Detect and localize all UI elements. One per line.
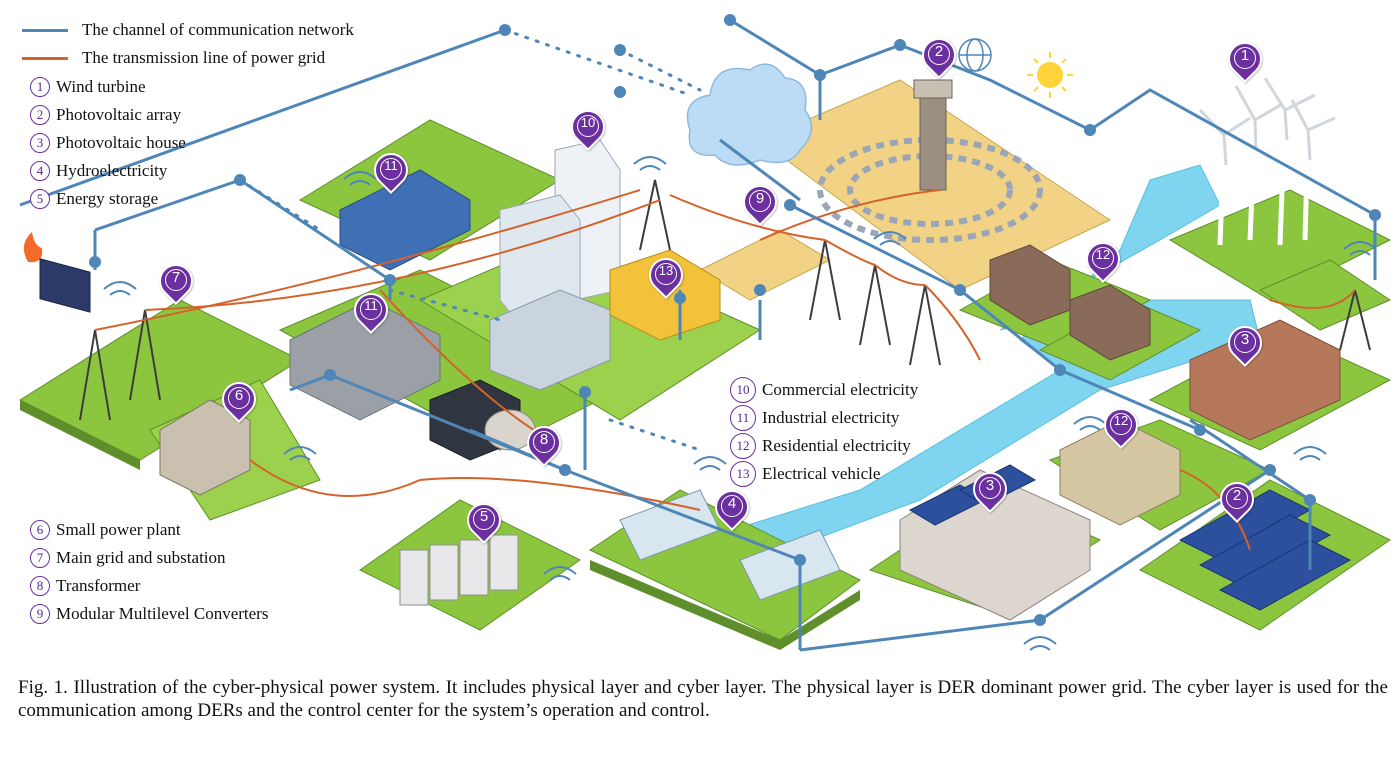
legend-label: Hydroelectricity xyxy=(56,161,168,180)
legend-item-photovoltaic-house: 3 Photovoltaic house xyxy=(30,133,186,153)
legend-label: Main grid and substation xyxy=(56,548,226,567)
legend-label: Small power plant xyxy=(56,520,181,539)
legend-label: Electrical vehicle xyxy=(762,464,881,483)
legend-label: Photovoltaic house xyxy=(56,133,186,152)
legend-label: Commercial electricity xyxy=(762,380,919,399)
legend-label: Energy storage xyxy=(56,189,159,208)
figure-caption: Fig. 1. Illustration of the cyber-physic… xyxy=(18,677,1388,721)
legend-number: 4 xyxy=(30,161,50,181)
sun-icon xyxy=(1027,52,1073,98)
globe-icon xyxy=(958,38,992,72)
legend-label: Industrial electricity xyxy=(762,408,900,427)
legend-number: 6 xyxy=(30,520,50,540)
marker-energy-storage: 5 xyxy=(459,495,509,547)
marker-photovoltaic-house-bottom: 3 xyxy=(965,464,1015,516)
legend-comm-network: The channel of communication network xyxy=(22,20,354,40)
legend-number: 11 xyxy=(730,405,756,431)
marker-main-grid: 7 xyxy=(151,256,201,308)
communication-nodes xyxy=(89,14,1381,626)
marker-commercial-electricity: 10 xyxy=(563,102,613,154)
marker-photovoltaic-array-bottom: 2 xyxy=(1212,474,1262,526)
diagram-illustration xyxy=(18,14,1392,652)
wireless-signal-icons xyxy=(103,156,1377,651)
legend-number: 3 xyxy=(30,133,50,153)
legend-number: 1 xyxy=(30,77,50,97)
marker-small-power-plant: 6 xyxy=(214,374,264,426)
legend-label: Photovoltaic array xyxy=(56,105,182,124)
marker-photovoltaic-house: 3 xyxy=(1220,318,1270,370)
legend-item-energy-storage: 5 Energy storage xyxy=(30,189,158,209)
legend-item-hydroelectricity: 4 Hydroelectricity xyxy=(30,161,167,181)
legend-item-main-grid-substation: 7 Main grid and substation xyxy=(30,548,226,568)
legend-number: 12 xyxy=(730,433,756,459)
legend-power-label: The transmission line of power grid xyxy=(82,48,326,67)
legend-item-mmc: 9 Modular Multilevel Converters xyxy=(30,604,268,624)
wind-turbines xyxy=(1198,77,1336,246)
communication-dotted-links xyxy=(238,28,702,452)
comm-line-swatch xyxy=(22,28,68,32)
marker-wind-turbine: 1 xyxy=(1220,34,1270,86)
cyber-physical-power-system-diagram: The channel of communication network The… xyxy=(18,14,1392,652)
legend-item-wind-turbine: 1 Wind turbine xyxy=(30,77,146,97)
marker-industrial-electricity: 11 xyxy=(346,285,396,337)
legend-item-commercial-electricity: 10 Commercial electricity xyxy=(730,377,918,403)
marker-hydroelectricity: 4 xyxy=(707,482,757,534)
marker-photovoltaic-array: 2 xyxy=(914,30,964,82)
legend-label: Modular Multilevel Converters xyxy=(56,604,269,623)
legend-label: Residential electricity xyxy=(762,436,911,455)
legend-item-photovoltaic-array: 2 Photovoltaic array xyxy=(30,105,181,125)
marker-transformer: 8 xyxy=(519,418,569,470)
legend-item-residential-electricity: 12 Residential electricity xyxy=(730,433,911,459)
legend-number: 10 xyxy=(730,377,756,403)
cloud-icon xyxy=(686,63,813,166)
legend-item-transformer: 8 Transformer xyxy=(30,576,140,596)
cyber-attack-icon xyxy=(23,232,91,313)
legend-number: 13 xyxy=(730,461,756,487)
legend-label: Transformer xyxy=(56,576,141,595)
marker-electrical-vehicle: 13 xyxy=(641,250,691,302)
legend-number: 2 xyxy=(30,105,50,125)
legend-item-small-power-plant: 6 Small power plant xyxy=(30,520,181,540)
legend-item-electrical-vehicle: 13 Electrical vehicle xyxy=(730,461,880,487)
solar-tower-field xyxy=(817,79,1043,243)
legend-number: 7 xyxy=(30,548,50,568)
marker-industrial-electricity-top: 11 xyxy=(366,145,416,197)
legend-label: Wind turbine xyxy=(56,77,146,96)
legend-item-industrial-electricity: 11 Industrial electricity xyxy=(730,405,899,431)
legend-comm-label: The channel of communication network xyxy=(82,20,354,39)
legend-number: 9 xyxy=(30,604,50,624)
marker-residential-electricity: 12 xyxy=(1096,400,1146,452)
legend-number: 5 xyxy=(30,189,50,209)
legend-number: 8 xyxy=(30,576,50,596)
energy-storage xyxy=(399,534,519,606)
power-line-swatch xyxy=(22,56,68,60)
legend-power-line: The transmission line of power grid xyxy=(22,48,325,68)
marker-residential-electricity-top: 12 xyxy=(1078,234,1128,286)
marker-mmc: 9 xyxy=(735,177,785,229)
